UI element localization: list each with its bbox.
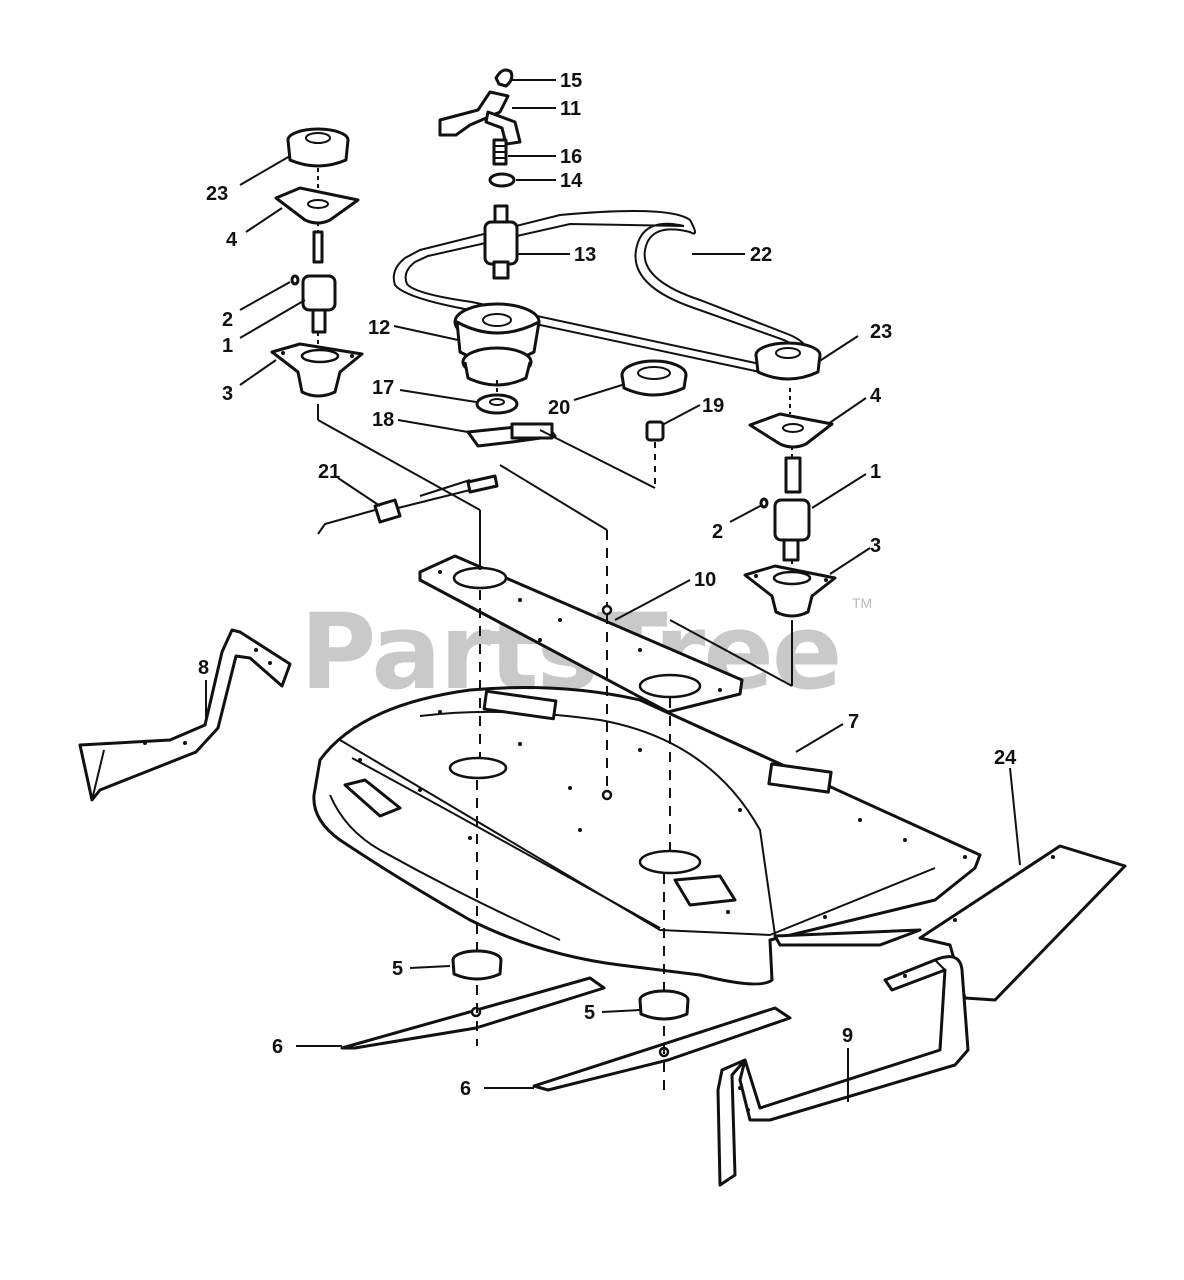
alignment-lines bbox=[317, 168, 793, 1092]
label-19: 19 bbox=[702, 395, 724, 417]
label-6-left: 6 bbox=[272, 1036, 283, 1058]
leader-lines bbox=[205, 79, 1021, 1102]
blade-adapter-5-left bbox=[451, 949, 503, 981]
label-20: 20 bbox=[548, 397, 570, 419]
blade-6-left bbox=[340, 976, 606, 1050]
label-16: 16 bbox=[560, 146, 582, 168]
retaining-ring-14 bbox=[488, 172, 516, 188]
bolt-15 bbox=[494, 68, 514, 88]
label-1-left: 1 bbox=[222, 335, 233, 357]
label-6-right: 6 bbox=[460, 1078, 471, 1100]
label-23-right: 23 bbox=[870, 321, 892, 343]
label-18: 18 bbox=[372, 409, 394, 431]
right-housing-3 bbox=[743, 564, 837, 618]
bumper-8 bbox=[78, 628, 292, 802]
label-2-right: 2 bbox=[712, 521, 723, 543]
trademark-symbol: TM bbox=[852, 595, 872, 611]
right-spindle-1 bbox=[773, 456, 811, 562]
left-bearing-housing-4 bbox=[274, 186, 360, 225]
part-labels: 15 11 16 14 13 22 23 4 2 1 3 12 17 18 20… bbox=[198, 70, 1017, 1100]
label-4-right: 4 bbox=[870, 385, 882, 407]
bushing-17 bbox=[475, 393, 519, 415]
drive-belt bbox=[392, 210, 809, 375]
bolt-16 bbox=[492, 138, 508, 166]
spacer-19 bbox=[645, 420, 665, 442]
bumper-9 bbox=[716, 955, 970, 1187]
label-5-left: 5 bbox=[392, 958, 403, 980]
discharge-chute-24 bbox=[773, 844, 1127, 1002]
left-spindle-1 bbox=[301, 230, 337, 334]
right-pulley-23 bbox=[754, 341, 822, 381]
left-pulley-23 bbox=[286, 127, 350, 168]
left-housing-3 bbox=[270, 342, 364, 398]
spring-rod-21 bbox=[317, 474, 499, 535]
label-13: 13 bbox=[574, 244, 596, 266]
deck-plate-10 bbox=[418, 554, 744, 714]
label-3-right: 3 bbox=[870, 535, 881, 557]
bracket-18 bbox=[466, 422, 557, 448]
right-bearing-housing-4 bbox=[748, 412, 834, 449]
label-5-right: 5 bbox=[584, 1002, 595, 1024]
label-7: 7 bbox=[848, 711, 859, 733]
label-2-left: 2 bbox=[222, 309, 233, 331]
label-17: 17 bbox=[372, 377, 394, 399]
label-24: 24 bbox=[994, 747, 1017, 769]
label-22: 22 bbox=[750, 244, 772, 266]
label-3-left: 3 bbox=[222, 383, 233, 405]
label-23-left: 23 bbox=[206, 183, 228, 205]
label-10: 10 bbox=[694, 569, 716, 591]
label-14: 14 bbox=[560, 170, 583, 192]
label-12: 12 bbox=[368, 317, 390, 339]
idler-spindle bbox=[483, 204, 519, 280]
right-key-2 bbox=[759, 497, 769, 509]
label-8: 8 bbox=[198, 657, 209, 679]
left-key-2 bbox=[290, 274, 300, 286]
label-1-right: 1 bbox=[870, 461, 881, 483]
label-9: 9 bbox=[842, 1025, 853, 1047]
label-11: 11 bbox=[560, 98, 581, 120]
idler-pulley-20 bbox=[620, 359, 688, 397]
label-4-left: 4 bbox=[226, 229, 238, 251]
mower-deck-7 bbox=[312, 686, 982, 986]
blade-adapter-5-right bbox=[638, 989, 690, 1021]
center-pulley bbox=[453, 302, 541, 387]
label-15: 15 bbox=[560, 70, 582, 92]
label-21: 21 bbox=[318, 461, 340, 483]
idler-arm bbox=[438, 90, 522, 146]
